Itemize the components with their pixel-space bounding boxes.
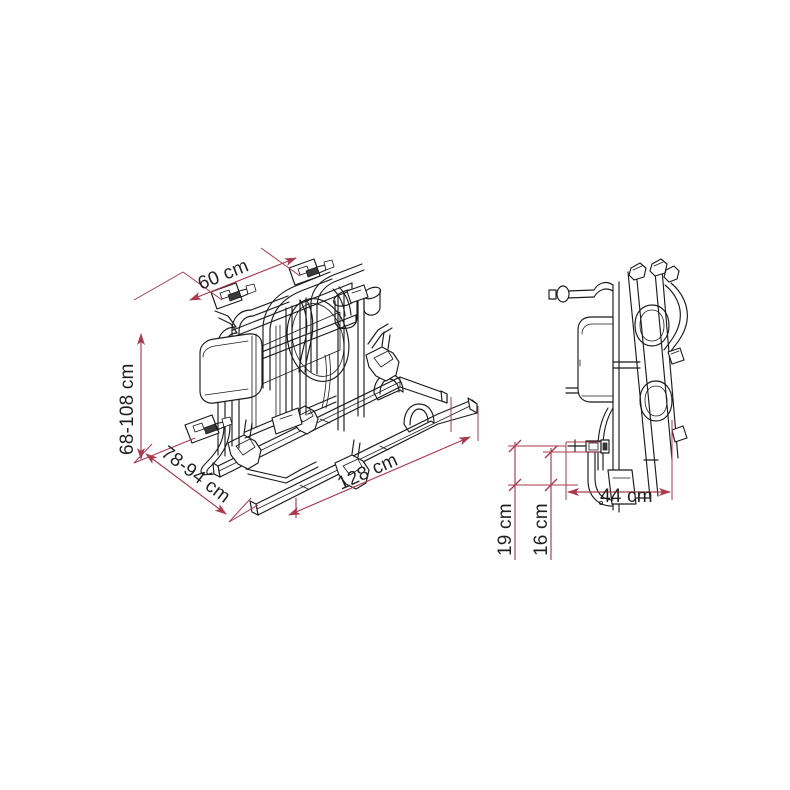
dimension-128cm: 128 cm [228, 397, 479, 523]
right-small-bracket [346, 284, 369, 304]
dimension-label-19cm: 19 cm [495, 503, 516, 556]
dimension-extension-lines [566, 441, 600, 453]
dimension-label-60cm: 60 cm [195, 255, 252, 294]
dimension-label-68-108cm: 68-108 cm [117, 363, 138, 455]
right-bike-mount-group [365, 323, 400, 382]
dimension-68-108cm: 68-108 cm [117, 271, 196, 464]
dimension-label-78-94cm: 78-94 cm [157, 442, 234, 507]
central-body-group [261, 286, 382, 385]
center-plate [271, 407, 303, 435]
dimension-78-94cm: 78-94 cm [133, 442, 252, 523]
dimension-label-128cm: 128 cm [334, 450, 401, 495]
dimension-label-44cm: 44 cm [600, 486, 653, 507]
dimension-44cm: 44 cm [565, 420, 673, 507]
dimension-60cm: 60 cm [182, 247, 301, 301]
dimension-label-16cm: 16 cm [531, 503, 552, 556]
dimension-16cm: 16 cm [531, 445, 578, 560]
strap-group [251, 324, 331, 429]
